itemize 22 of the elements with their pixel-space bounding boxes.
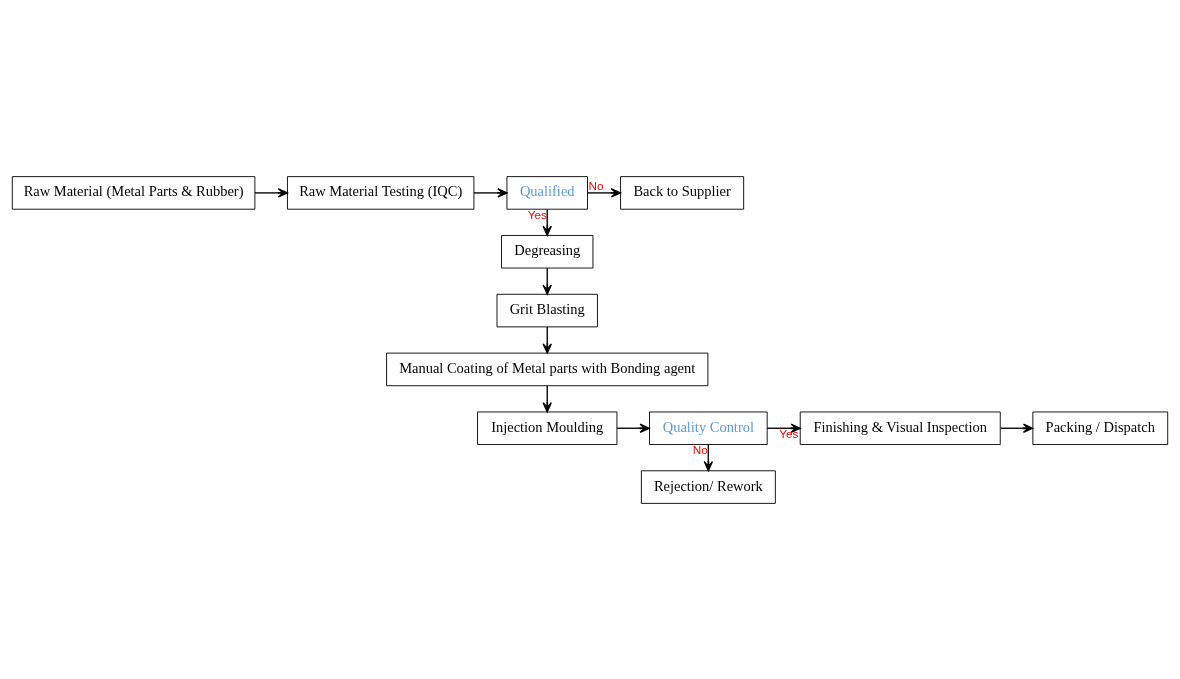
node-box: Degreasing <box>501 234 594 268</box>
node-box: Injection Moulding <box>477 411 618 445</box>
arrow <box>616 423 650 433</box>
edge-label: Yes <box>779 426 799 440</box>
arrow <box>586 187 622 198</box>
node-box: Raw Material (Metal Parts & Rubber) <box>11 175 256 210</box>
node-box: Grit Blasting <box>496 293 598 327</box>
node-box: Rejection/ Rework <box>640 469 776 504</box>
node-box: Finishing & Visual Inspection <box>799 411 1001 445</box>
node-box: Quality Control <box>649 411 768 445</box>
node-box: Packing / Dispatch <box>1032 411 1169 445</box>
node-box: Raw Material Testing (IQC) <box>287 175 475 210</box>
arrow <box>999 423 1034 433</box>
arrow <box>473 187 508 198</box>
edge-label: No <box>588 178 604 192</box>
arrow <box>254 187 289 198</box>
node-box: Manual Coating of Metal parts with Bonding agent <box>386 352 709 386</box>
node-box: Qualified <box>506 175 588 210</box>
node-box: Back to Supplier <box>620 175 745 210</box>
edge-label: Yes <box>527 207 547 221</box>
arrow <box>766 423 801 433</box>
edge-label: No <box>692 442 708 456</box>
